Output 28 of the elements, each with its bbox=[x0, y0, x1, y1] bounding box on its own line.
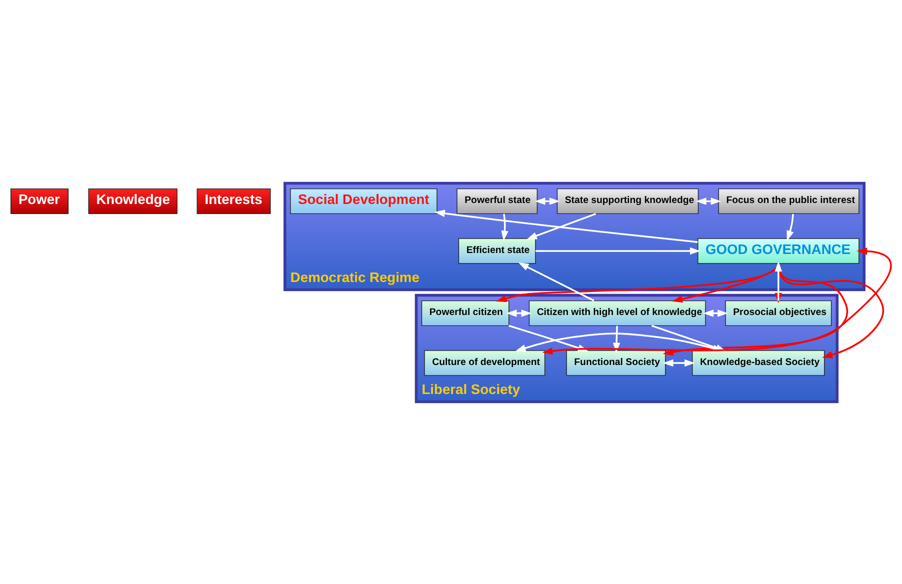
node-box: Focus on the public interest bbox=[718, 188, 860, 214]
arrow bbox=[434, 209, 698, 242]
node-box: GOOD GOVERNANCE bbox=[698, 238, 860, 264]
node-box: Interests bbox=[196, 188, 271, 214]
node-box: Knowledge-based Society bbox=[692, 350, 825, 376]
arrow bbox=[534, 197, 560, 204]
node-box: Powerful state bbox=[456, 188, 538, 214]
arrow bbox=[703, 309, 728, 316]
node-box: Knowledge bbox=[88, 188, 178, 214]
arrow bbox=[506, 309, 532, 316]
node-box: Power bbox=[10, 188, 69, 214]
node-box: Culture of development bbox=[424, 350, 546, 376]
node-box: Social Development bbox=[290, 188, 438, 214]
arrow bbox=[501, 213, 508, 241]
arrow bbox=[518, 262, 594, 301]
node-box: Efficient state bbox=[458, 238, 536, 264]
arrow bbox=[536, 246, 700, 254]
node-box: Citizen with high level of knowledge bbox=[528, 300, 706, 326]
node-box: Functional Society bbox=[566, 350, 666, 376]
arrow bbox=[662, 358, 695, 366]
arrow bbox=[526, 212, 596, 239]
arrow bbox=[612, 325, 620, 353]
arrow bbox=[696, 197, 722, 204]
node-box: State supporting knowledge bbox=[556, 188, 699, 214]
node-box: Prosocial objectives bbox=[725, 300, 832, 326]
arrow bbox=[542, 247, 892, 354]
node-box: Powerful citizen bbox=[421, 300, 510, 326]
arrow bbox=[786, 213, 794, 240]
